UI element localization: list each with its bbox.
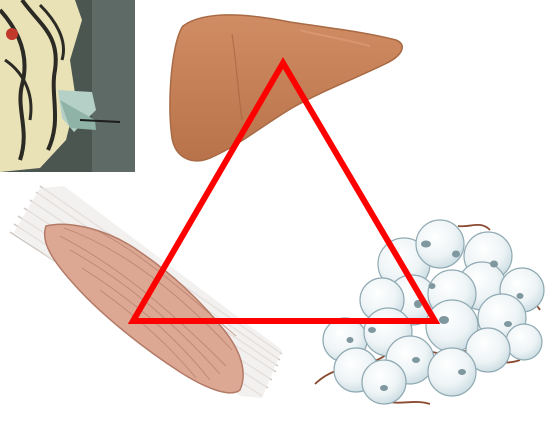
portrait-painting-icon bbox=[0, 0, 135, 172]
liver-organ-icon bbox=[170, 15, 402, 161]
muscle-tissue-icon bbox=[10, 186, 282, 398]
